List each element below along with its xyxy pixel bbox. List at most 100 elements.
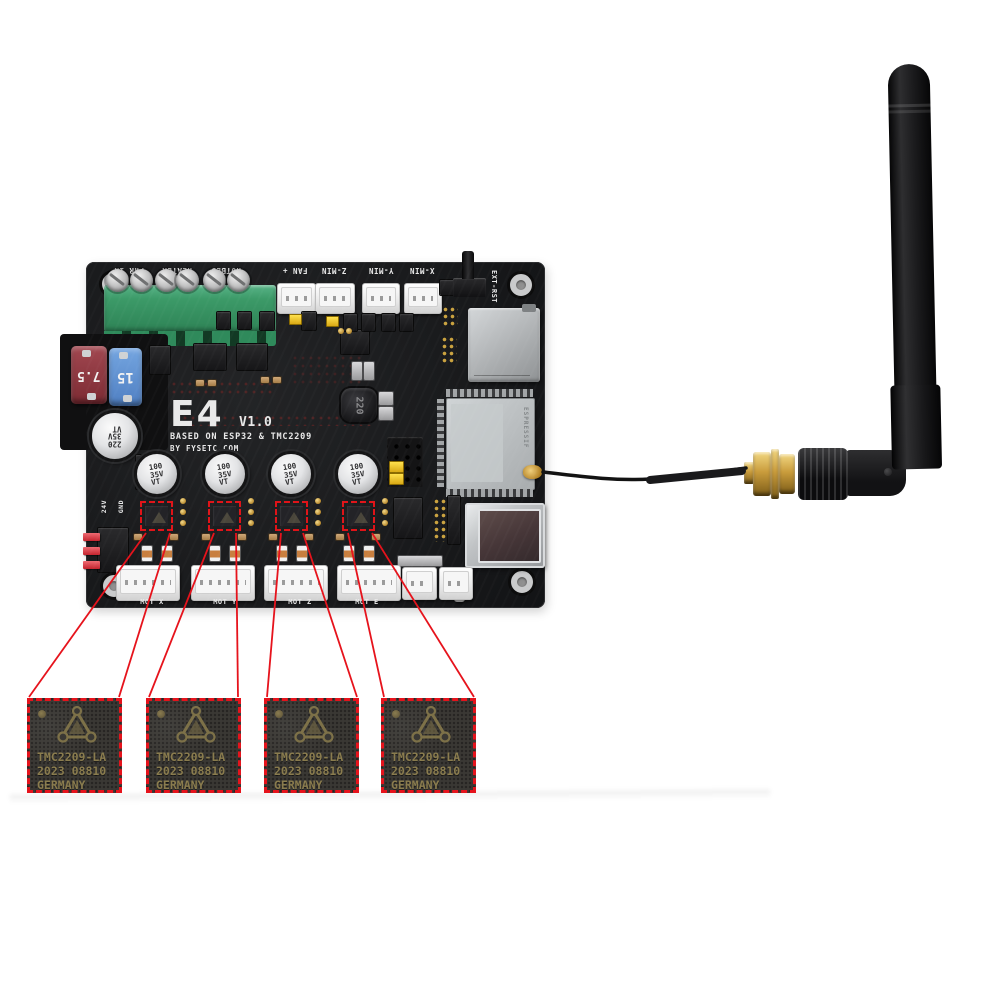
antenna-groove: [888, 103, 931, 108]
label-pwr-in: PWR IN: [113, 266, 145, 275]
cap-line: VT: [351, 476, 363, 487]
chip-origin: GERMANY: [156, 778, 205, 792]
test-point: [180, 498, 186, 504]
edge-connector: [454, 570, 465, 602]
cap-line: 35V: [108, 431, 122, 441]
mot-e-connector: [337, 565, 401, 601]
tmc2209-driver-3: [275, 501, 308, 531]
label-hotbed: HOTBED: [210, 266, 242, 275]
sma-hex-nut: [753, 452, 771, 496]
tmc2209-chip-zoom-3: TMC2209-LA 2023 08810 GERMANY: [264, 698, 359, 793]
mounting-hole: [103, 575, 125, 597]
via-field: [291, 354, 361, 388]
esp32-shield: [451, 404, 503, 482]
fuse-7-5: 7.5: [71, 346, 107, 404]
power-inductor: 220: [341, 388, 377, 422]
mosfet: [237, 344, 267, 370]
board-version: V1.0: [239, 415, 273, 430]
chip-part-number: TMC2209-LA: [37, 750, 107, 764]
pad-cluster: [433, 498, 447, 542]
label-mot-e: MOT E: [355, 598, 379, 606]
fuse-15: 15: [109, 348, 142, 406]
chip-date-code: 2023 08810: [274, 764, 344, 778]
smd-resistor: [210, 546, 220, 561]
esp32-castellation: [437, 399, 444, 487]
pin1-marker: [392, 710, 400, 718]
inductor-value: 220: [353, 395, 365, 415]
smd-capacitor: [372, 534, 380, 540]
smd-capacitor: [379, 392, 393, 405]
via-field: [146, 380, 276, 396]
cap-line: VT: [150, 476, 162, 487]
chip-origin: GERMANY: [37, 778, 86, 792]
tmc2209-chip-zoom-2: TMC2209-LA 2023 08810 GERMANY: [146, 698, 241, 793]
jumper-cap: [389, 461, 404, 473]
trinamic-logo-icon: [176, 706, 216, 743]
pin-header: [260, 312, 274, 330]
y-min-connector: [362, 283, 400, 314]
chip-origin: GERMANY: [391, 778, 440, 792]
board-logo: E4: [170, 394, 224, 435]
pin-header: [302, 312, 316, 330]
z-min-connector: [315, 283, 355, 314]
label-gnd: GND: [117, 500, 125, 514]
pad-cluster: [442, 306, 458, 328]
tmc2209-chip-zoom-4: TMC2209-LA 2023 08810 GERMANY: [381, 698, 476, 793]
smd-capacitor: [273, 377, 281, 383]
smd-capacitor: [379, 407, 393, 420]
pad-cluster: [441, 336, 457, 364]
smd-resistor: [344, 546, 354, 561]
jumper-cap: [326, 316, 339, 327]
screw-terminal-teeth: [104, 331, 276, 346]
terminal-screw: [227, 269, 250, 292]
antenna-sleeve: [890, 384, 943, 470]
terminal-screw: [155, 269, 178, 292]
smd-resistor: [230, 546, 240, 561]
fuse-7-5-value: 7.5: [77, 367, 101, 383]
antenna-body: [887, 63, 943, 470]
reset-button: [453, 251, 486, 297]
cable-heatshrink: [646, 467, 746, 484]
tmc2209-driver-1: [140, 501, 173, 531]
ufl-antenna-connector: [523, 465, 542, 479]
pcb-board: PWR IN HEATER HOTBED FAN + Z-MIN Y-MIN X…: [60, 251, 545, 608]
smd-capacitor: [170, 534, 178, 540]
usb-b-cavity: [478, 509, 541, 563]
chip-date-code: 2023 08810: [156, 764, 226, 778]
smd-capacitor: [305, 534, 313, 540]
pin1-marker: [157, 710, 165, 718]
tmc2209-driver-4: [342, 501, 375, 531]
sma-washer: [771, 449, 779, 499]
tmc2209-driver-2: [208, 501, 241, 531]
pin-header: [238, 312, 251, 329]
label-mot-x: MOT X: [140, 598, 164, 606]
pin-header: [217, 312, 230, 329]
ic-chip: [341, 330, 369, 354]
antenna-knurled-nut: [798, 448, 848, 500]
header-pin: [338, 328, 344, 334]
esp32-castellation: [446, 389, 533, 397]
label-x-min: X-MIN: [409, 266, 435, 275]
cap-line: 35V: [217, 468, 233, 480]
test-point: [180, 520, 186, 526]
test-point: [315, 520, 321, 526]
logic-ic: [394, 498, 422, 538]
antenna-cable: [541, 466, 748, 482]
cap-line: 100: [349, 460, 365, 472]
smd-capacitor: [208, 380, 216, 386]
smd-connector-row: [398, 556, 442, 566]
cap-line: 35V: [283, 468, 299, 480]
test-point: [315, 509, 321, 515]
aux-connector: [440, 280, 457, 295]
board-byline: BY FYSETC.COM: [170, 444, 240, 453]
chip-date-code: 2023 08810: [391, 764, 461, 778]
trinamic-logo-icon: [411, 706, 451, 743]
esp32-castellation: [446, 489, 533, 497]
test-point: [315, 498, 321, 504]
thermistor-connector: [402, 567, 437, 600]
mot-x-connector: [116, 565, 180, 601]
